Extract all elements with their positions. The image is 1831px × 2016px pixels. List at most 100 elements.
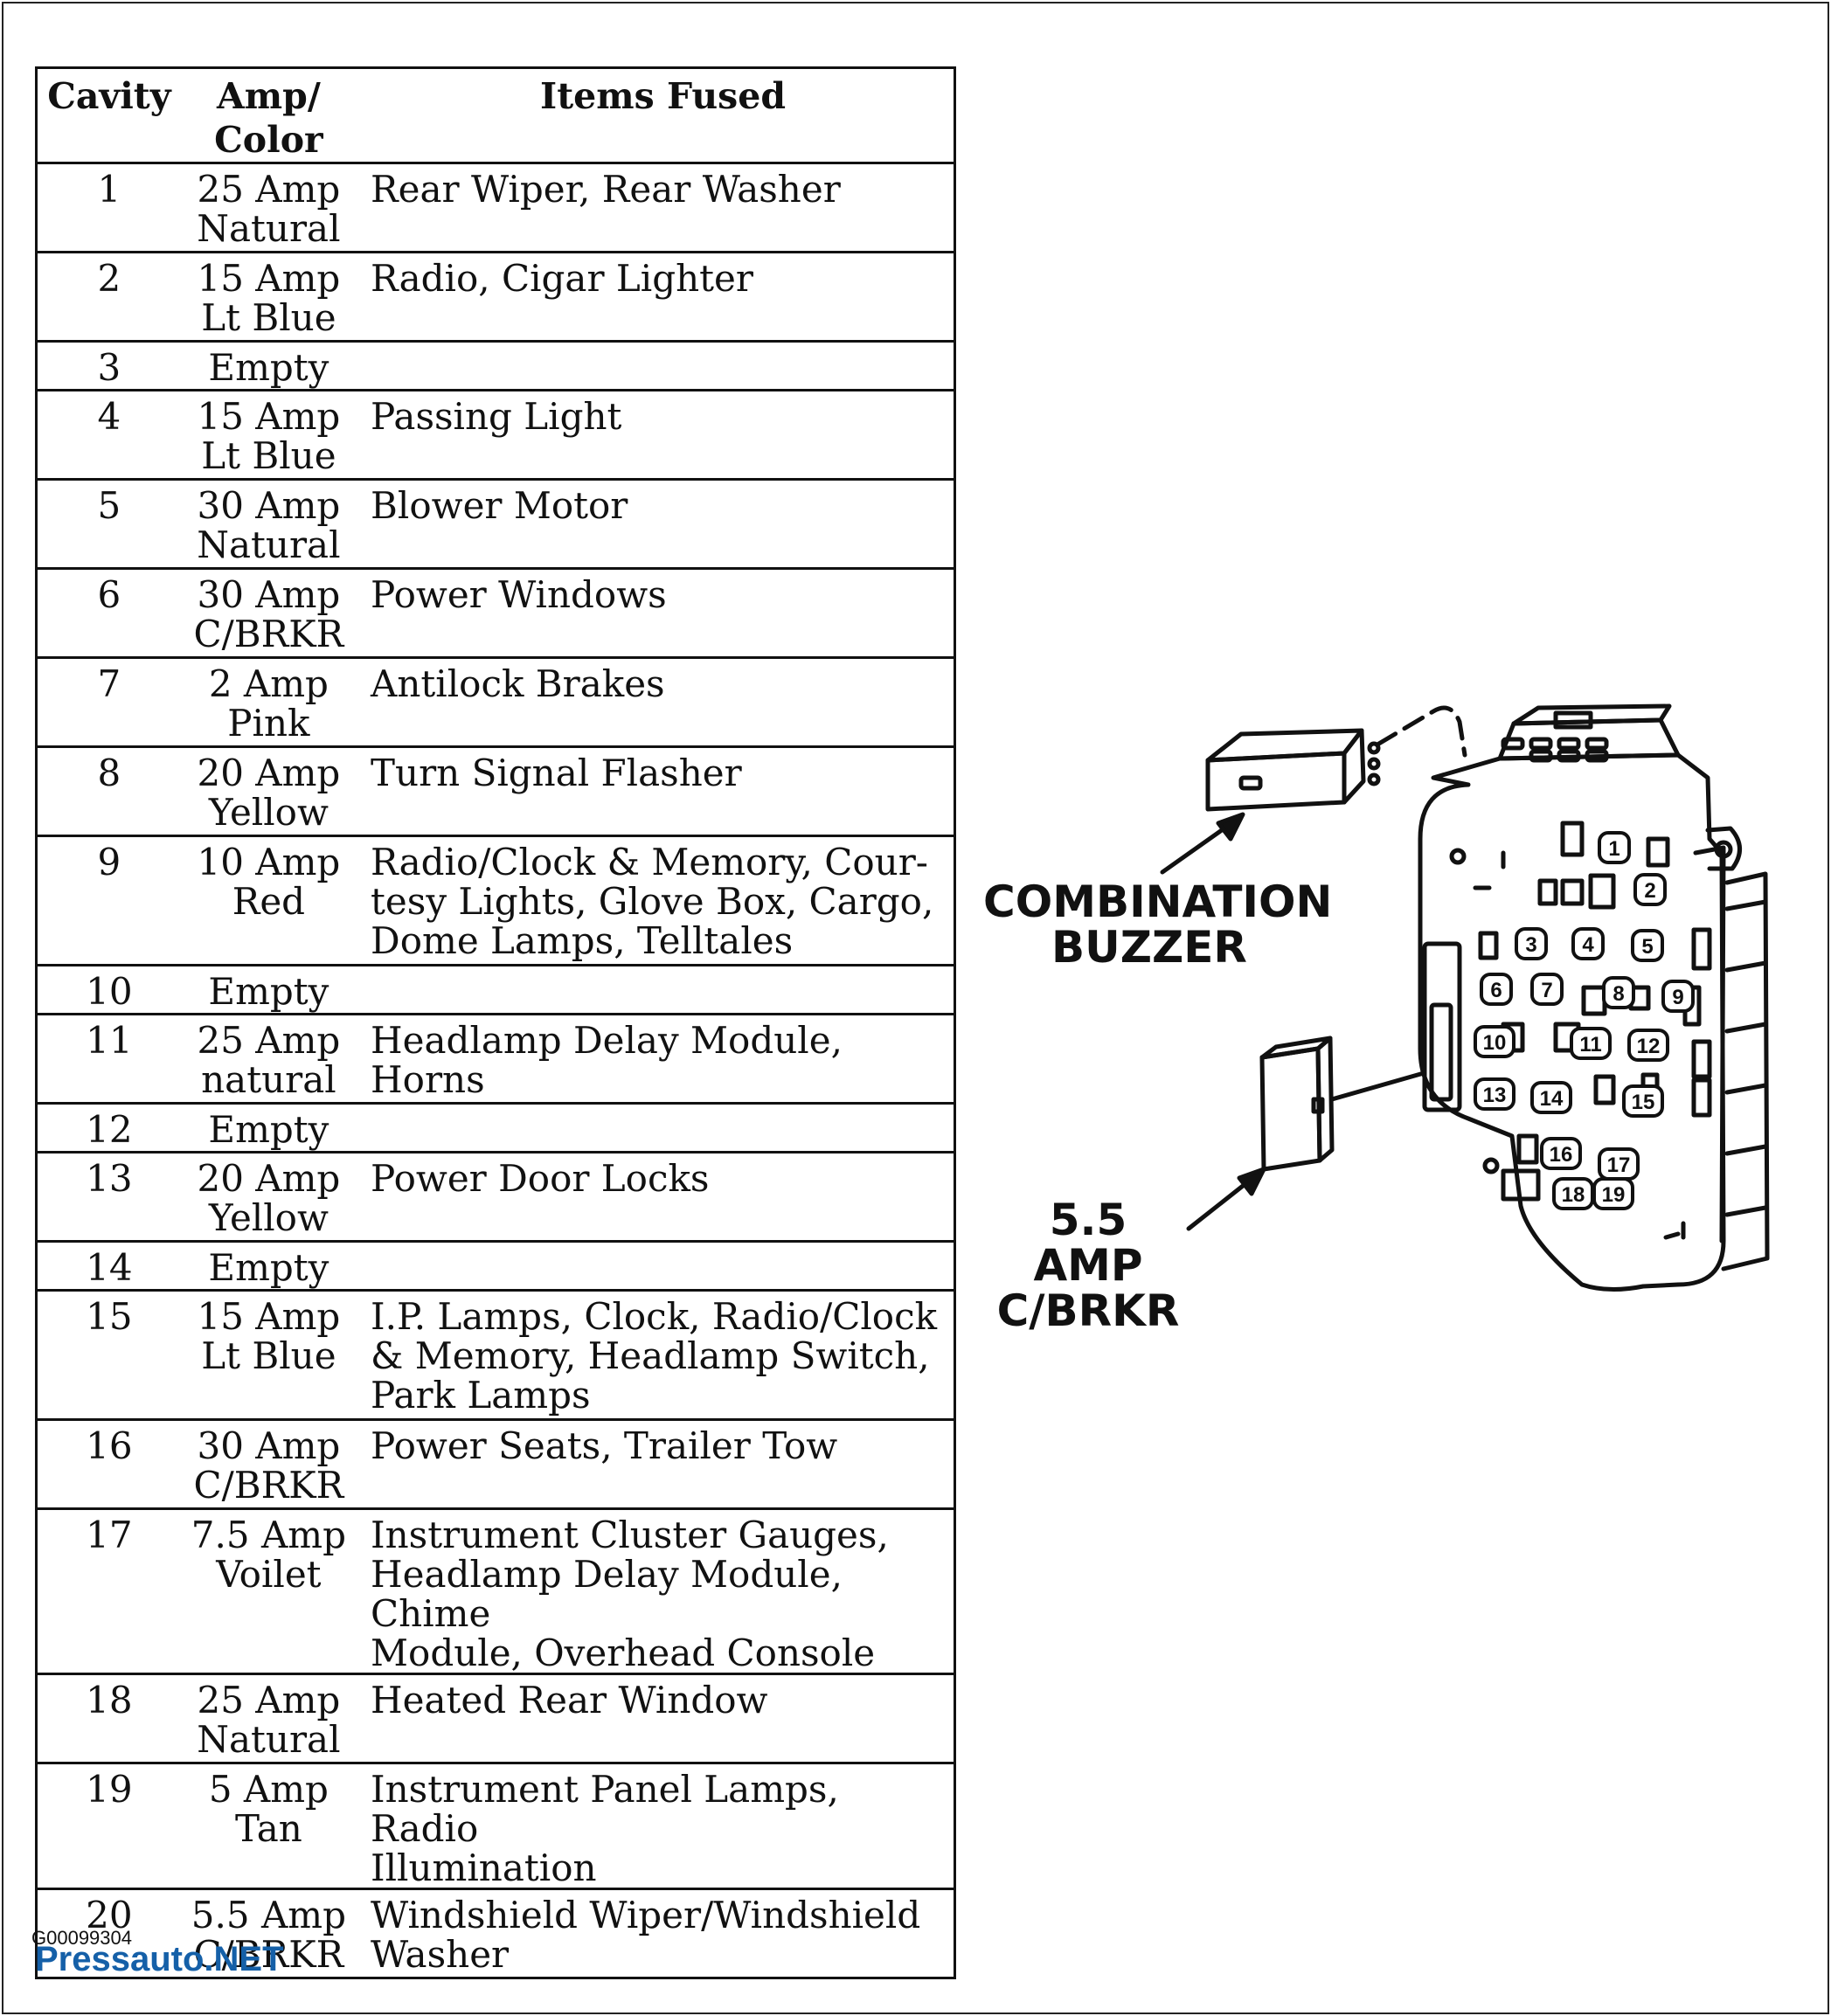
fuse-slot-11: [1570, 1027, 1612, 1060]
cell-items-fused: [357, 1103, 955, 1153]
items-line: Module, Overhead Console: [371, 1632, 876, 1674]
cell-rating: 10 Amp: [197, 841, 341, 883]
buzzer-label-line2: BUZZER: [1051, 922, 1247, 973]
cell-rating: 2 Amp: [208, 662, 329, 705]
fuse-number-label: 14: [1540, 1087, 1564, 1111]
cell-items-fused: Blower Motor: [357, 479, 955, 570]
cell-cavity: 1: [36, 163, 181, 253]
cell-items-fused: Radio/Clock & Memory, Cour-tesy Lights, …: [357, 835, 955, 966]
cell-color: Lt Blue: [201, 434, 336, 477]
cell-rating: 20 Amp: [197, 752, 341, 794]
cell-items-fused: Antilock Brakes: [357, 657, 955, 748]
cell-items-fused: [357, 965, 955, 1015]
cell-cavity: 6: [36, 568, 181, 659]
cell-color: C/BRKR: [193, 613, 344, 655]
fuse-slot-9: [1661, 980, 1695, 1013]
fuse-slot-5: [1631, 929, 1664, 962]
buzzer-label-line1: COMBINATION: [983, 876, 1333, 927]
cell-cavity: 15: [36, 1290, 181, 1421]
cell-rating: 30 Amp: [197, 1424, 341, 1467]
fuse-number-label: 5: [1641, 935, 1653, 959]
items-line: Dome Lamps, Telltales: [371, 919, 794, 962]
cell-color: Natural: [197, 523, 341, 566]
cell-color: Tan: [234, 1807, 302, 1850]
items-line: Turn Signal Flasher: [371, 752, 742, 794]
cell-rating: Empty: [208, 346, 329, 389]
fuse-number-label: 10: [1483, 1031, 1507, 1055]
fuse-slot-4: [1571, 927, 1605, 960]
buzzer-wire: [1375, 705, 1467, 758]
cell-items-fused: Instrument Cluster Gauges,Headlamp Delay…: [357, 1508, 955, 1675]
fuse-number-label: 11: [1579, 1033, 1601, 1056]
fuse-number-label: 1: [1608, 837, 1619, 861]
fuse-slot-3: [1515, 927, 1548, 960]
cell-rating: 15 Amp: [197, 1295, 341, 1338]
cell-cavity: 4: [36, 390, 181, 481]
cell-cavity: 7: [36, 657, 181, 748]
cell-items-fused: Passing Light: [357, 390, 955, 481]
items-line: Heated Rear Window: [371, 1679, 768, 1722]
items-line: I.P. Lamps, Clock, Radio/Clock: [371, 1295, 938, 1338]
cell-amp-color: Empty: [180, 965, 357, 1015]
cell-color: Lt Blue: [201, 1334, 336, 1377]
cell-amp-color: Empty: [180, 1103, 357, 1153]
cell-rating: 30 Amp: [197, 573, 341, 616]
cell-rating: 25 Amp: [197, 168, 341, 211]
items-line: Washer: [371, 1933, 510, 1976]
cell-rating: 15 Amp: [197, 257, 341, 300]
cell-color: Natural: [197, 207, 341, 250]
fuse-number-label: 6: [1490, 979, 1502, 1002]
cell-cavity: 9: [36, 835, 181, 966]
cell-items-fused: Power Seats, Trailer Tow: [357, 1419, 955, 1510]
cell-cavity: 5: [36, 479, 181, 570]
cell-color: Yellow: [208, 791, 329, 834]
cell-color: Natural: [197, 1718, 341, 1761]
cell-items-fused: I.P. Lamps, Clock, Radio/Clock& Memory, …: [357, 1290, 955, 1421]
cell-rating: Empty: [208, 1108, 329, 1151]
combination-buzzer-label: COMBINATION BUZZER: [983, 876, 1333, 973]
fuse-slot-19: [1592, 1177, 1634, 1210]
site-watermark: Pressauto.NET: [35, 1940, 284, 1978]
cell-items-fused: Rear Wiper, Rear Washer: [357, 163, 955, 253]
items-line: Illumination: [371, 1846, 597, 1889]
cell-cavity: 20: [36, 1888, 181, 1979]
items-line: Instrument Cluster Gauges,: [371, 1514, 889, 1556]
cell-cavity: 17: [36, 1508, 181, 1675]
cell-cavity: 19: [36, 1763, 181, 1890]
items-line: Headlamp Delay Module, Horns: [371, 1019, 843, 1101]
cell-rating: Empty: [208, 1246, 329, 1289]
cell-color: natural: [201, 1058, 336, 1101]
cell-cavity: 13: [36, 1152, 181, 1243]
fuse-slot-12: [1627, 1029, 1669, 1062]
header-color: Color: [214, 119, 323, 161]
combination-buzzer-icon: [1205, 728, 1381, 812]
cell-cavity: 16: [36, 1419, 181, 1510]
cell-cavity: 10: [36, 965, 181, 1015]
items-line: Headlamp Delay Module, Chime: [371, 1553, 843, 1635]
items-line: Power Seats, Trailer Tow: [371, 1424, 838, 1467]
fuse-slot-1: [1598, 831, 1631, 864]
document-code: G00099304: [31, 1927, 132, 1949]
cell-cavity: 12: [36, 1103, 181, 1153]
fuse-slot-8: [1602, 976, 1635, 1009]
cell-color: Lt Blue: [201, 296, 336, 339]
